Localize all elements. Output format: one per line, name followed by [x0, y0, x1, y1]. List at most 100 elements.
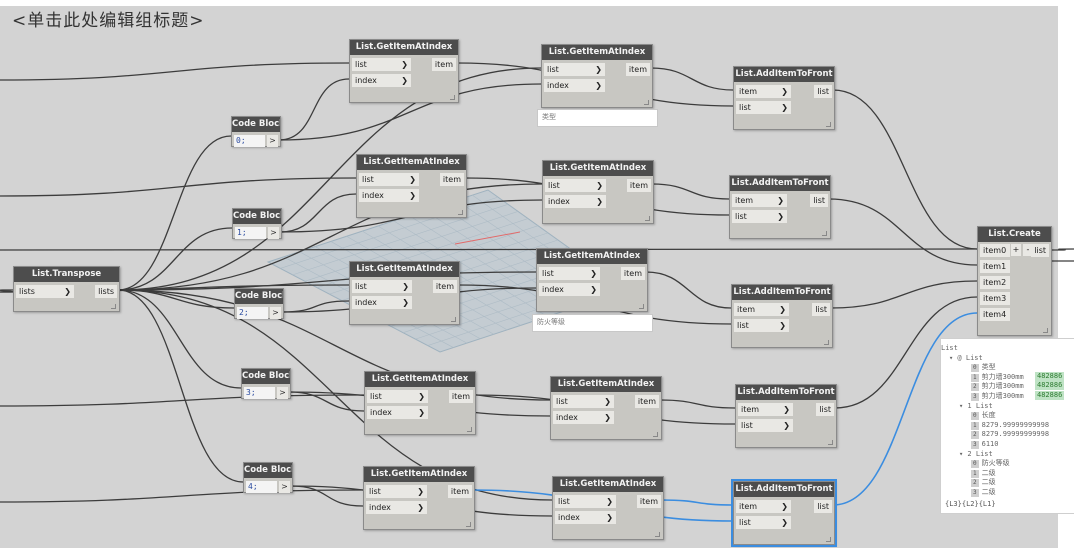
input-port-list[interactable]: list❯	[545, 179, 606, 192]
input-port-index[interactable]: index❯	[539, 283, 600, 296]
node-title[interactable]: Code Block	[233, 209, 281, 224]
input-port-list[interactable]: list❯	[738, 419, 793, 432]
input-port-index[interactable]: index❯	[352, 296, 412, 309]
resize-grip-icon[interactable]	[645, 216, 650, 221]
wire-25[interactable]	[651, 183, 730, 200]
node-title[interactable]: List.GetItemAtIndex	[364, 467, 474, 482]
resize-grip-icon[interactable]	[653, 432, 658, 437]
output-port[interactable]: >	[279, 481, 290, 493]
resize-grip-icon[interactable]	[639, 304, 644, 309]
node-title[interactable]: List.GetItemAtIndex	[551, 377, 661, 392]
node-title[interactable]: Code Block	[232, 117, 280, 132]
wire-15[interactable]	[117, 289, 242, 389]
wire-6[interactable]	[0, 289, 14, 293]
wire-4[interactable]	[0, 489, 364, 503]
input-port-index[interactable]: index❯	[366, 501, 427, 514]
wire-12[interactable]	[117, 135, 232, 291]
resize-grip-icon[interactable]	[824, 340, 829, 345]
wire-31[interactable]	[830, 280, 978, 309]
node-title[interactable]: List.GetItemAtIndex	[542, 45, 652, 60]
resize-grip-icon[interactable]	[1043, 328, 1048, 333]
watch-row[interactable]: ▾ @ List	[949, 353, 983, 363]
node-title[interactable]: List.GetItemAtIndex	[537, 249, 647, 264]
element-id-badge[interactable]: 482886	[1035, 371, 1065, 381]
add-input-button[interactable]: +	[1011, 244, 1021, 256]
output-port-list[interactable]: list	[814, 500, 832, 513]
output-port-item[interactable]: item	[448, 390, 473, 403]
output-port-item[interactable]: item	[625, 63, 650, 76]
resize-grip-icon[interactable]	[451, 317, 456, 322]
output-port-list[interactable]: list	[816, 403, 834, 416]
input-port-item2[interactable]: item2	[980, 276, 1010, 289]
input-port-index[interactable]: index❯	[544, 79, 605, 92]
node-title[interactable]: List.AddItemToFront	[734, 67, 834, 82]
output-port-list[interactable]: list	[1031, 244, 1049, 257]
watch-row[interactable]: List	[941, 343, 958, 353]
node-title[interactable]: List.GetItemAtIndex	[553, 477, 663, 492]
node-title[interactable]: Code Block	[242, 369, 290, 384]
resize-grip-icon[interactable]	[467, 427, 472, 432]
input-port-index[interactable]: index❯	[367, 406, 428, 419]
code-block-value[interactable]: 1;	[235, 227, 266, 239]
output-port-list[interactable]: list	[814, 85, 832, 98]
input-port-item[interactable]: item❯	[734, 303, 789, 316]
group-title[interactable]: <单击此处编辑组标题>	[12, 11, 205, 31]
input-port-item[interactable]: item❯	[738, 403, 793, 416]
node-preview-bubble[interactable]: 类型	[537, 109, 658, 127]
output-port[interactable]: >	[268, 227, 279, 239]
code-block-value[interactable]: 4;	[246, 481, 277, 493]
resize-grip-icon[interactable]	[466, 522, 471, 527]
node-title[interactable]: List.Create	[978, 227, 1051, 242]
watch-row[interactable]: ▾ 1 List	[959, 401, 993, 411]
output-port-lists[interactable]: lists	[95, 285, 117, 298]
wire-22[interactable]	[279, 193, 357, 233]
output-port-list[interactable]: list	[810, 194, 828, 207]
resize-grip-icon[interactable]	[450, 95, 455, 100]
input-port-lists[interactable]: lists❯	[16, 285, 74, 298]
wire-18[interactable]	[278, 83, 542, 141]
output-port[interactable]: >	[270, 307, 281, 319]
input-port-list[interactable]: list❯	[367, 390, 428, 403]
output-port-item[interactable]: item	[636, 495, 661, 508]
node-preview-bubble[interactable]: 防火等级	[532, 314, 653, 332]
input-port-item[interactable]: item❯	[736, 500, 791, 513]
node-title[interactable]: List.GetItemAtIndex	[543, 161, 653, 176]
resize-grip-icon[interactable]	[458, 210, 463, 215]
wire-0[interactable]	[0, 62, 350, 81]
resize-grip-icon[interactable]	[826, 537, 831, 542]
input-port-list[interactable]: list❯	[539, 267, 600, 280]
wire-1[interactable]	[0, 177, 357, 197]
output-port-item[interactable]: item	[432, 280, 457, 293]
node-cb1[interactable]: Code Block 1;>	[232, 208, 282, 239]
input-port-item[interactable]: item❯	[732, 194, 787, 207]
wire-17[interactable]	[278, 78, 350, 141]
code-block-value[interactable]: 3;	[244, 387, 275, 399]
wire-36[interactable]	[834, 296, 978, 409]
element-id-badge[interactable]: 482886	[1035, 381, 1065, 391]
node-title[interactable]: List.AddItemToFront	[736, 385, 836, 400]
